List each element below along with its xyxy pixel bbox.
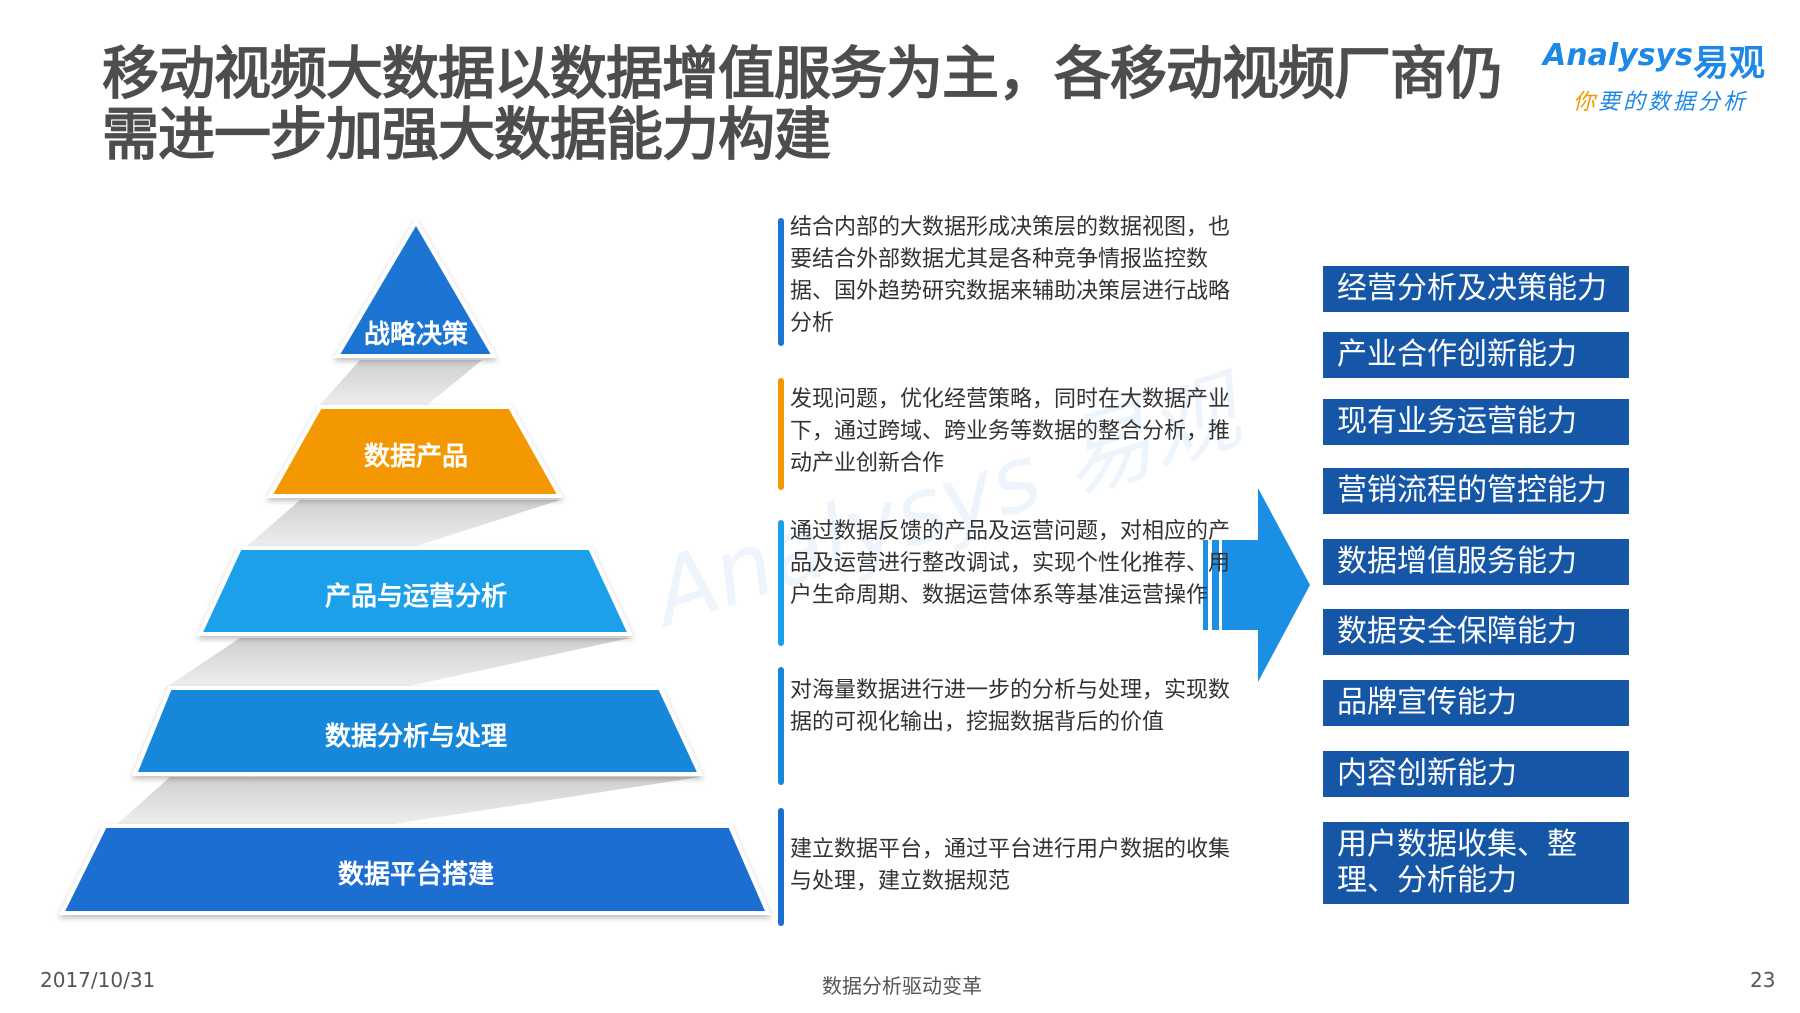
description-bar-3: [778, 520, 784, 646]
tier-shape-5: [58, 824, 772, 915]
tier-shadow-2: [245, 500, 560, 548]
tier-shape-4: [132, 686, 704, 776]
description-text-3: 通过数据反馈的产品及运营问题，对相应的产品及运营进行整改调试，实现个性化推荐、用…: [790, 519, 1231, 608]
right-arrow-icon: [1203, 488, 1310, 682]
tier-label-2: 数据产品: [363, 442, 468, 472]
logo-slogan-first: 你: [1573, 90, 1599, 115]
description-2: 发现问题，优化经营策略，同时在大数据产业下，通过跨域、跨业务等数据的整合分析，推…: [778, 378, 1231, 490]
footer-date: 2017/10/31: [40, 968, 156, 992]
capability-item-2: 产业合作创新能力: [1323, 332, 1629, 378]
logo-slogan: 你要的数据分析: [1573, 84, 1748, 116]
capability-item-4: 营销流程的管控能力: [1323, 468, 1629, 514]
tier-label-4: 数据分析与处理: [324, 722, 507, 752]
description-4: 对海量数据进行进一步的分析与处理，实现数据的可视化输出，挖掘数据背后的价值: [778, 667, 1231, 785]
footer-center: 数据分析驱动变革: [822, 974, 982, 998]
capability-item-6: 数据安全保障能力: [1323, 609, 1629, 655]
description-bar-5: [778, 808, 784, 926]
description-text-4: 对海量数据进行进一步的分析与处理，实现数据的可视化输出，挖掘数据背后的价值: [790, 678, 1231, 735]
analysys-logo: Analysys 易观 你要的数据分析: [1543, 38, 1783, 118]
tier-shadow-4: [115, 777, 700, 826]
description-5: 建立数据平台，通过平台进行用户数据的收集与处理，建立数据规范: [778, 808, 1231, 926]
tier-shape-2: [266, 405, 564, 498]
capability-item-5: 数据增值服务能力: [1323, 539, 1629, 585]
description-bar-4: [778, 667, 784, 785]
description-text-2: 发现问题，优化经营策略，同时在大数据产业下，通过跨域、跨业务等数据的整合分析，推…: [790, 387, 1231, 476]
description-text-5: 建立数据平台，通过平台进行用户数据的收集与处理，建立数据规范: [790, 837, 1231, 894]
tier-shadow-3: [165, 638, 630, 688]
description-text-1: 结合内部的大数据形成决策层的数据视图，也要结合外部数据尤其是各种竞争情报监控数据…: [790, 215, 1231, 336]
description-bar-2: [778, 378, 784, 490]
logo-slogan-rest: 要的数据分析: [1598, 90, 1749, 115]
capability-item-9: 用户数据收集、整理、分析能力: [1323, 822, 1629, 904]
capability-item-8: 内容创新能力: [1323, 751, 1629, 797]
tier-label-1: 战略决策: [363, 320, 468, 350]
logo-brand-en: Analysys: [1543, 38, 1693, 73]
logo-brand-cn: 易观: [1693, 43, 1766, 84]
description-3: 通过数据反馈的产品及运营问题，对相应的产品及运营进行整改调试，实现个性化推荐、用…: [778, 516, 1231, 646]
footer-page-number: 23: [1750, 968, 1776, 992]
tier-shape-3: [196, 546, 634, 636]
description-bar-1: [778, 218, 784, 346]
capability-item-7: 品牌宣传能力: [1323, 680, 1629, 726]
description-1: 结合内部的大数据形成决策层的数据视图，也要结合外部数据尤其是各种竞争情报监控数据…: [778, 212, 1231, 346]
tier-label-3: 产品与运营分析: [324, 582, 507, 612]
capability-item-3: 现有业务运营能力: [1323, 399, 1629, 445]
tier-shape-1: [333, 218, 498, 358]
tier-shadow-1: [318, 360, 482, 407]
capability-item-1: 经营分析及决策能力: [1323, 266, 1629, 312]
page-title: 移动视频大数据以数据增值服务为主，各移动视频厂商仍需进一步加强大数据能力构建: [102, 41, 1503, 168]
tier-label-5: 数据平台搭建: [337, 860, 494, 890]
